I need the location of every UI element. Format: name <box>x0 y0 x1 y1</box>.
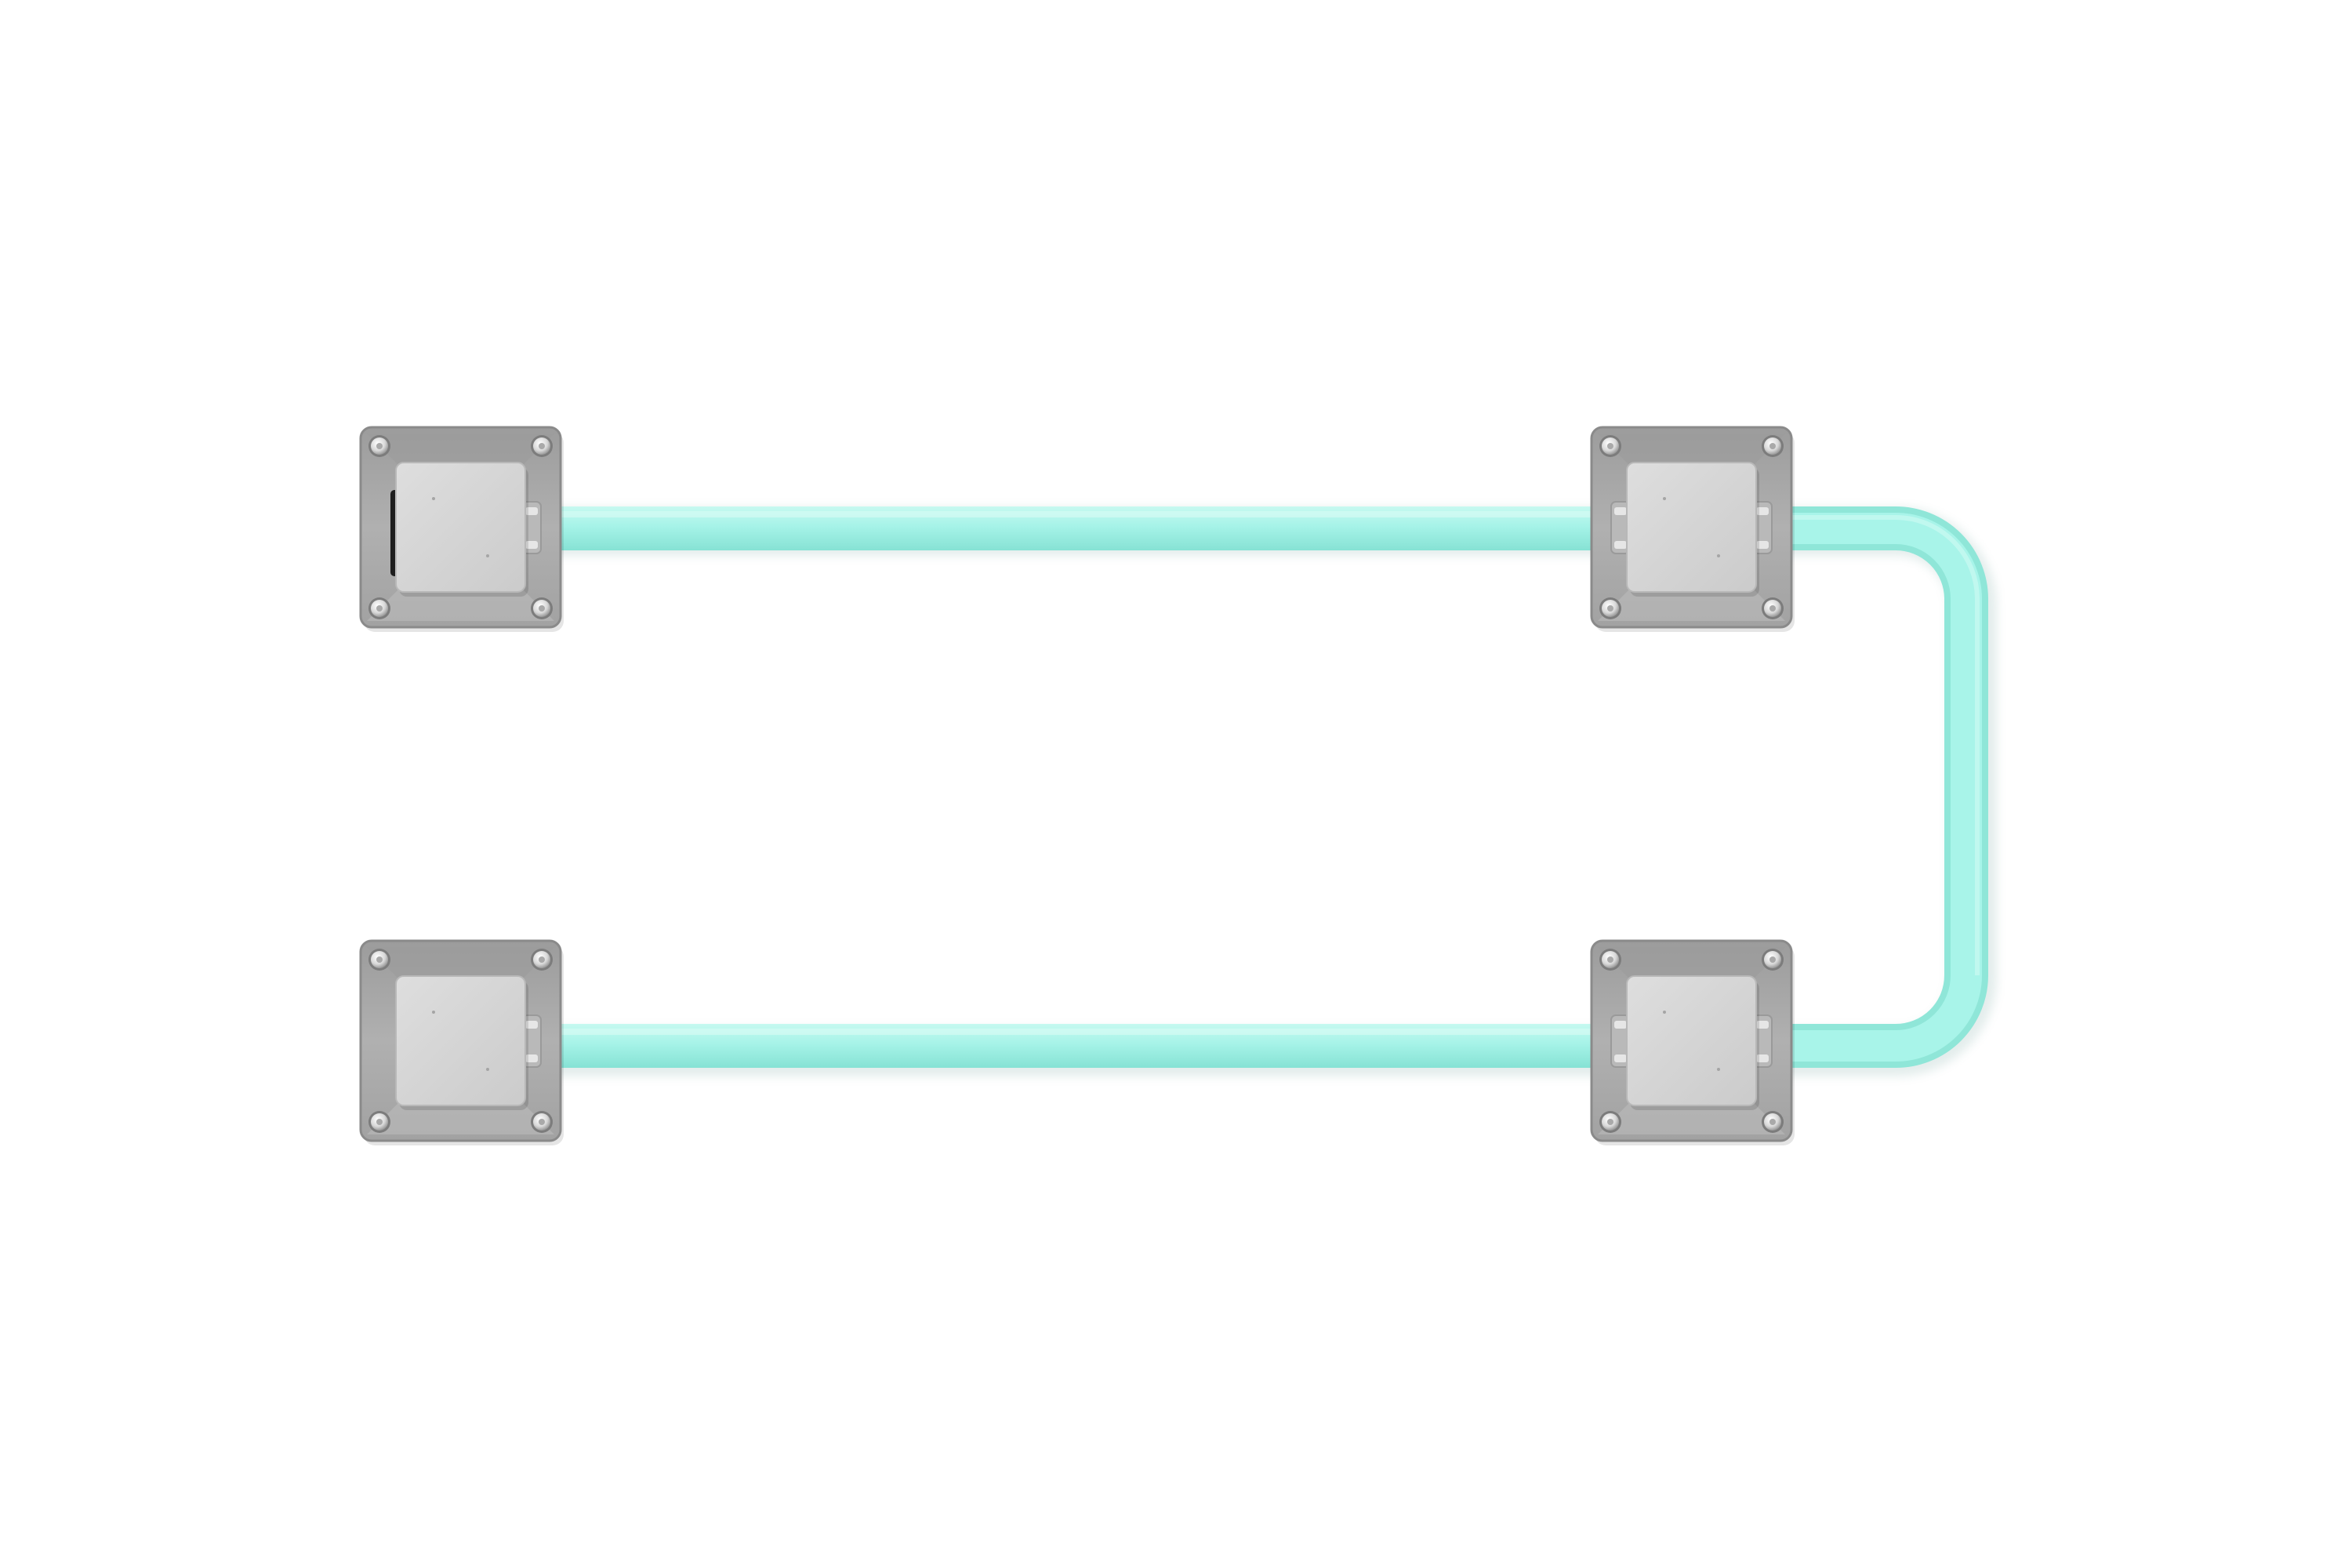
mount-bevel <box>1598 588 1785 621</box>
bolt-icon <box>1762 1111 1784 1133</box>
lid-screw <box>1663 497 1666 500</box>
lid-screw <box>432 1011 435 1014</box>
mount-bevel <box>367 588 554 621</box>
bolt-icon <box>1762 597 1784 619</box>
junction-box <box>1626 975 1757 1106</box>
tube-return-loop <box>1788 506 1988 1068</box>
mount-bevel <box>1598 947 1785 980</box>
mount-bevel <box>367 434 554 466</box>
lid-screw <box>1717 1068 1720 1071</box>
mount-bevel <box>1598 1102 1785 1134</box>
bolt-icon <box>531 1111 553 1133</box>
bolt-icon <box>368 1111 390 1133</box>
bolt-icon <box>368 949 390 971</box>
bolt-icon <box>368 435 390 457</box>
bolt-icon <box>531 949 553 971</box>
mount-top-left <box>359 426 564 632</box>
bolt-icon <box>531 597 553 619</box>
lid-screw <box>1663 1011 1666 1014</box>
mount-bevel <box>367 1102 554 1134</box>
lid-screw <box>486 554 489 557</box>
bolt-icon <box>1599 949 1621 971</box>
bolt-icon <box>1599 1111 1621 1133</box>
mount-bottom-left <box>359 939 564 1145</box>
junction-box <box>395 975 526 1106</box>
bolt-icon <box>1599 435 1621 457</box>
bolt-icon <box>368 597 390 619</box>
junction-box <box>395 462 526 593</box>
gland-icon <box>1610 1014 1631 1068</box>
mount-layer <box>359 426 1795 1145</box>
mount-bevel <box>367 947 554 980</box>
junction-box <box>1626 462 1757 593</box>
bolt-icon <box>531 435 553 457</box>
bolt-icon <box>1762 435 1784 457</box>
bolt-icon <box>1762 949 1784 971</box>
lid-screw <box>1717 554 1720 557</box>
lid-screw <box>486 1068 489 1071</box>
lid-screw <box>432 497 435 500</box>
mount-bottom-right <box>1590 939 1795 1145</box>
mount-top-right <box>1590 426 1795 632</box>
bolt-icon <box>1599 597 1621 619</box>
gland-icon <box>1752 501 1773 554</box>
mount-bevel <box>1598 434 1785 466</box>
